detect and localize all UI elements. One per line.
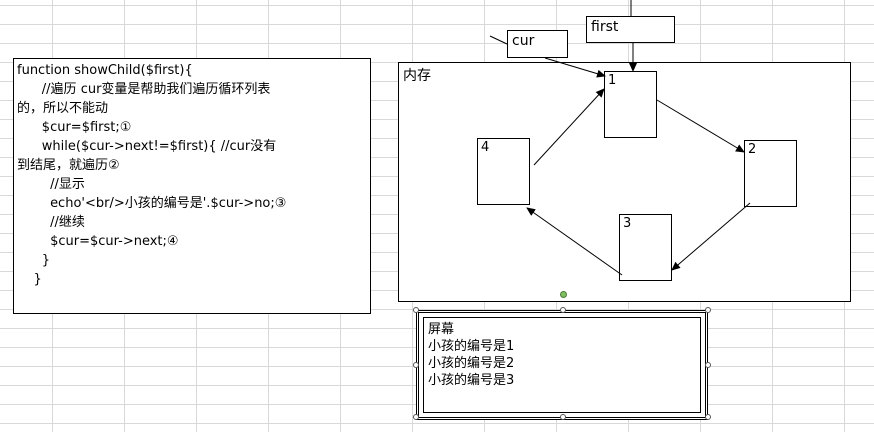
resize-handle-ne[interactable] — [705, 307, 711, 313]
resize-handle-nw[interactable] — [413, 307, 419, 313]
arrow-node-4-to-1 — [533, 88, 605, 166]
node-1[interactable]: 1 — [604, 71, 657, 138]
code-line: function showChild($first){ — [17, 63, 193, 78]
cur-pointer-label: cur — [512, 33, 535, 49]
code-line: $cur=$first;① — [17, 120, 132, 135]
code-line: //显示 — [17, 177, 85, 192]
arrow-node-1-to-2 — [656, 99, 745, 153]
resize-handle-n[interactable] — [560, 307, 566, 313]
node-2[interactable]: 2 — [744, 140, 797, 207]
first-pointer-box[interactable]: first — [586, 16, 675, 43]
code-line: $cur=$cur->next;④ — [17, 234, 179, 249]
node-4-label: 4 — [481, 140, 490, 155]
screen-title: 屏幕 — [428, 322, 455, 337]
code-line: 到结尾，就遍历② — [17, 158, 120, 173]
code-line: echo'<br/>小孩的编号是'.$cur->no;③ — [17, 196, 287, 211]
node-4[interactable]: 4 — [477, 138, 530, 205]
code-line: } — [17, 253, 51, 268]
memory-label: 内存 — [403, 68, 431, 84]
resize-handle-sw[interactable] — [413, 414, 419, 420]
code-line: //继续 — [17, 215, 85, 230]
node-3[interactable]: 3 — [619, 214, 672, 281]
arrow-node-3-to-4 — [526, 207, 623, 276]
rotate-handle[interactable] — [560, 291, 567, 298]
cur-pointer-box[interactable]: cur — [507, 30, 568, 58]
node-2-label: 2 — [748, 142, 757, 157]
node-3-label: 3 — [623, 216, 632, 231]
screen-content: 屏幕 小孩的编号是1 小孩的编号是2 小孩的编号是3 — [423, 317, 701, 413]
resize-handle-se[interactable] — [705, 414, 711, 420]
arrow-cur-pointer — [489, 35, 508, 45]
screen-box[interactable]: 屏幕 小孩的编号是1 小孩的编号是2 小孩的编号是3 — [416, 310, 708, 420]
resize-handle-s[interactable] — [560, 414, 566, 420]
screen-line: 小孩的编号是1 — [428, 339, 515, 354]
first-pointer-label: first — [591, 19, 619, 35]
resize-handle-w[interactable] — [413, 362, 419, 368]
code-line: while($cur->next!=$first){ //cur没有 — [17, 139, 277, 154]
screen-line: 小孩的编号是3 — [428, 373, 515, 388]
arrow-node-2-to-3 — [671, 202, 751, 271]
code-line: } — [17, 272, 42, 287]
screen-line: 小孩的编号是2 — [428, 356, 515, 371]
arrow-cur-to-node-1 — [544, 57, 606, 78]
resize-handle-e[interactable] — [705, 362, 711, 368]
code-textbox[interactable]: function showChild($first){ //遍历 cur变量是帮… — [13, 58, 371, 314]
node-1-label: 1 — [608, 73, 617, 88]
code-line: 的，所以不能动 — [17, 101, 109, 116]
code-line: //遍历 cur变量是帮助我们遍历循环列表 — [17, 82, 271, 97]
